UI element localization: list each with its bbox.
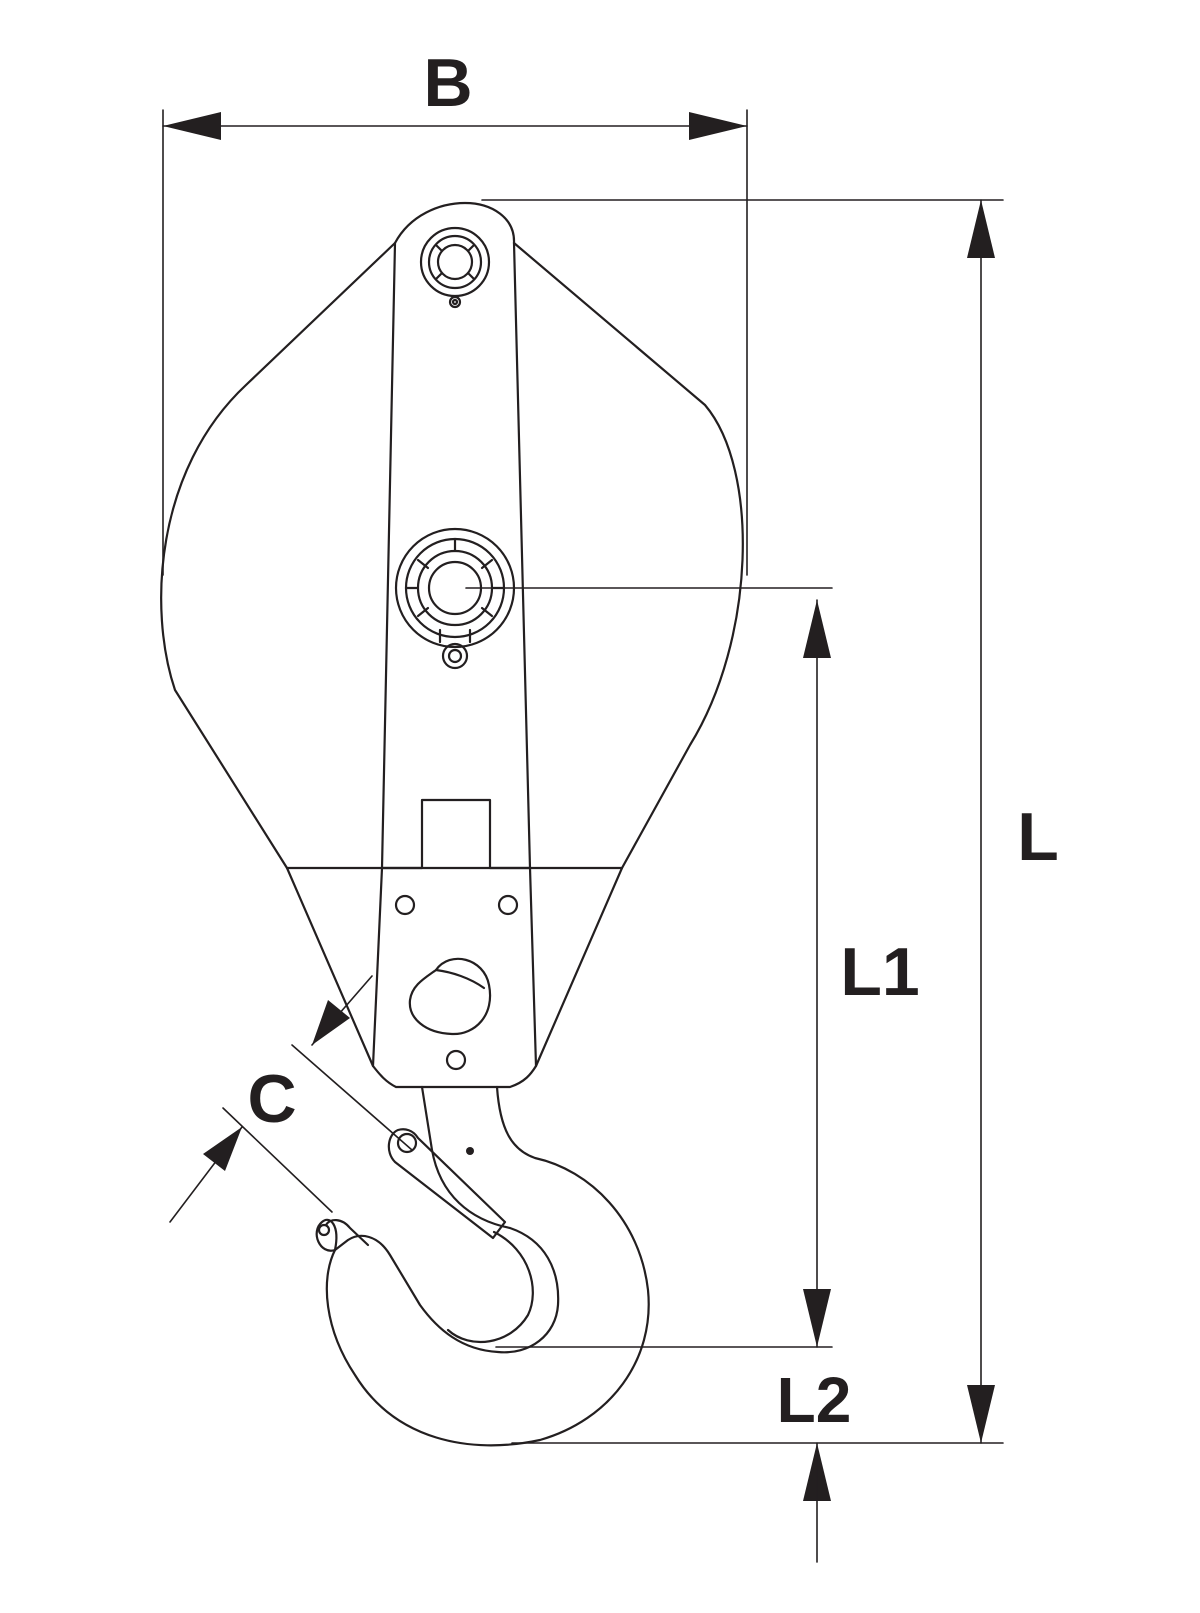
latch-rivet <box>466 1147 474 1155</box>
bolt-hole-bottom <box>445 1049 467 1071</box>
extension-line-c-upper <box>291 1044 413 1151</box>
label-l: L <box>1017 799 1059 875</box>
dimension-l: L <box>481 199 1059 1444</box>
cheek-plate <box>371 201 538 1068</box>
arrow-c-lower <box>203 1127 242 1171</box>
snatch-block <box>160 201 744 1089</box>
dimension-l1: L1 <box>465 587 920 1348</box>
arrow-c-upper <box>312 1000 350 1045</box>
hook <box>315 1085 650 1447</box>
label-l2: L2 <box>777 1364 852 1436</box>
hook-tip <box>315 1218 338 1252</box>
dimension-l2: L2 <box>777 1364 852 1563</box>
latch-tip <box>324 1219 370 1247</box>
arrow-l-bottom <box>967 1385 995 1443</box>
latch-pivot <box>396 1132 418 1154</box>
top-bearing <box>419 226 491 309</box>
strap-notch <box>380 798 532 870</box>
dimension-c: C <box>169 975 413 1223</box>
bolt-hole-right <box>497 894 519 916</box>
bolt-hole-left <box>394 894 416 916</box>
label-l1: L1 <box>840 934 919 1010</box>
arrow-l1-top <box>803 600 831 658</box>
hook-body <box>325 1085 650 1447</box>
swivel-knob <box>408 957 492 1036</box>
swivel-knob-ridge <box>434 968 486 990</box>
arrow-b-left <box>163 112 221 140</box>
center-bearing <box>394 527 516 670</box>
safety-latch <box>387 1128 507 1240</box>
label-c: C <box>247 1061 296 1137</box>
extension-line-c-lower <box>222 1107 333 1213</box>
hook-throat <box>446 1230 534 1344</box>
side-plate-outline <box>160 241 744 1089</box>
arrow-b-right <box>689 112 747 140</box>
label-b: B <box>423 45 472 121</box>
dimension-b: B <box>162 45 748 576</box>
arrow-l1-bottom <box>803 1289 831 1347</box>
arrow-l-top <box>967 200 995 258</box>
hook-tip-pin <box>317 1223 331 1237</box>
